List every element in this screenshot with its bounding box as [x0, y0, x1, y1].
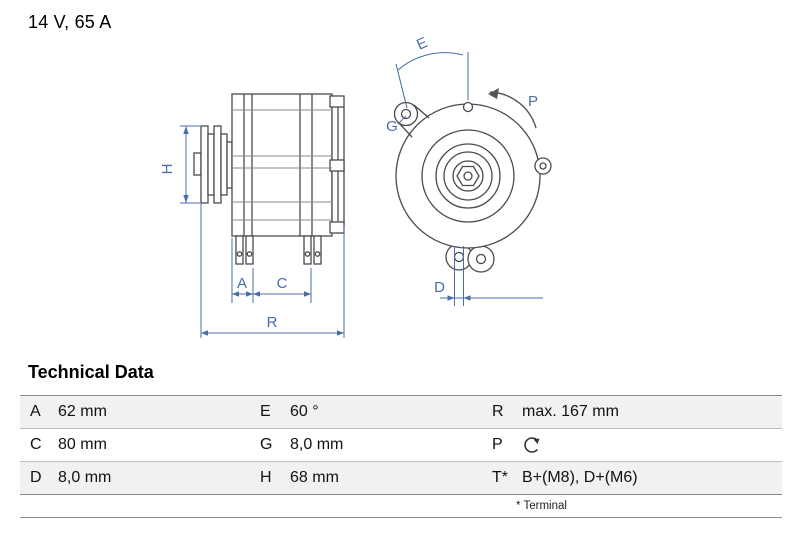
dimension-label-a: A	[237, 275, 247, 292]
technical-data-title: Technical Data	[28, 362, 154, 382]
table-row: C 80 mm G 8,0 mm P	[20, 428, 782, 462]
side-view	[193, 93, 345, 265]
spec-value: B+(M8), D+(M6)	[518, 461, 782, 495]
table-row: A 62 mm E 60 ° R max. 167 mm	[20, 395, 782, 429]
spec-value: 8,0 mm	[54, 461, 250, 495]
product-rating: 14 V, 65 A	[28, 12, 112, 32]
spec-value: 62 mm	[58, 403, 107, 420]
table-row: D 8,0 mm H 68 mm T* B+(M8), D+(M6)	[20, 461, 782, 495]
spec-key: C	[20, 428, 54, 462]
spec-key: E	[260, 403, 271, 420]
dimension-label-r: R	[267, 314, 278, 331]
spec-value: 68 mm	[286, 461, 482, 495]
dimension-label-c: C	[277, 275, 288, 292]
dimension-label-p: P	[528, 93, 538, 110]
technical-data-table: A 62 mm E 60 ° R max. 167 mm C 80 mm G 8…	[20, 395, 782, 495]
dimension-label-g: G	[386, 118, 398, 135]
spec-value: 80 mm	[54, 428, 250, 462]
spec-value: 60 °	[290, 403, 319, 420]
spec-key: G	[250, 428, 286, 462]
spec-value-rotation	[518, 428, 782, 462]
spec-key: H	[250, 461, 286, 495]
dimension-lines	[180, 52, 543, 338]
spec-key: P	[482, 428, 518, 462]
spec-key: A	[30, 403, 41, 420]
side-view-detail-lines	[232, 109, 332, 221]
rotation-direction-icon	[522, 435, 542, 455]
terminal-footnote: * Terminal	[20, 495, 782, 518]
rotation-arrow	[488, 88, 537, 129]
dimension-label-e: E	[414, 36, 430, 54]
spec-value: max. 167 mm	[522, 403, 619, 420]
front-view	[393, 101, 552, 265]
spec-key: D	[20, 461, 54, 495]
dimension-arrowheads	[183, 126, 471, 336]
spec-value: 8,0 mm	[286, 428, 482, 462]
dimension-label-h: H	[159, 164, 176, 175]
alternator-technical-drawing: H A C R E G P D	[159, 36, 552, 338]
dimension-label-d: D	[434, 279, 445, 296]
spec-key: R	[492, 403, 504, 420]
technical-data-section: Technical Data A 62 mm E 60 ° R max. 167…	[20, 362, 782, 518]
spec-key: T*	[482, 461, 518, 495]
